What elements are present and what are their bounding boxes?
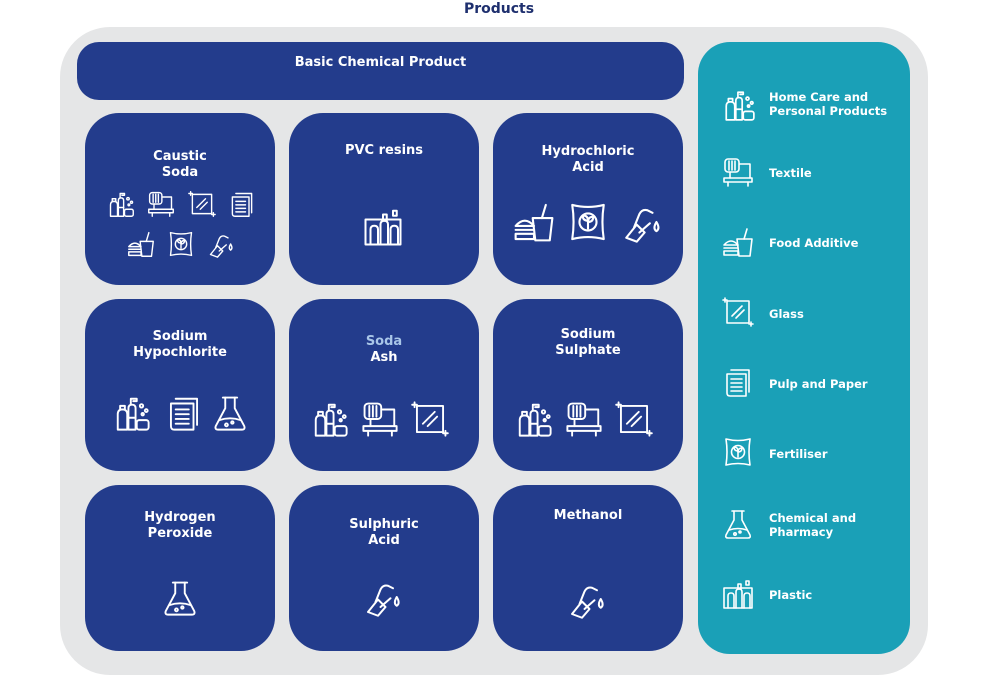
- card-caustic-soda: Caustic Soda: [85, 113, 275, 285]
- glass-icon: [615, 400, 653, 438]
- legend-label: Fertiliser: [769, 447, 828, 461]
- legend-item-chemical-pharmacy: Chemical and Pharmacy: [698, 508, 910, 548]
- food-additive-icon: [513, 201, 555, 243]
- glass-icon: [188, 190, 216, 218]
- card-title: Sulphuric Acid: [349, 517, 419, 548]
- legend-label: Glass: [769, 307, 804, 321]
- home-care-icon: [113, 394, 151, 432]
- fertiliser-icon: [567, 201, 609, 243]
- plastic-icon: [722, 578, 754, 610]
- food-additive-icon: [127, 230, 155, 258]
- card-soda-ash: Soda Ash: [289, 299, 479, 471]
- legend-label: Chemical and Pharmacy: [769, 511, 857, 539]
- legend-item-plastic: Plastic: [698, 578, 910, 618]
- card-title: Methanol: [553, 508, 623, 523]
- card-title: Hydrogen Peroxide: [144, 510, 216, 541]
- card-hydrogen-peroxide: Hydrogen Peroxide: [85, 485, 275, 651]
- card-title: PVC resins: [344, 143, 424, 158]
- textile-icon: [147, 190, 175, 218]
- legend-item-fertiliser: Fertiliser: [698, 436, 910, 476]
- card-title: Sodium Sulphate: [555, 327, 621, 358]
- home-care-icon: [515, 400, 553, 438]
- glass-icon: [722, 296, 754, 328]
- plastic-icon: [363, 207, 403, 247]
- fertiliser-icon: [167, 230, 195, 258]
- pulp-paper-icon: [228, 190, 256, 218]
- flask-icon: [722, 508, 754, 540]
- home-care-icon: [722, 88, 756, 122]
- legend-label: Food Additive: [769, 236, 859, 250]
- food-additive-icon: [722, 226, 754, 258]
- flask-icon: [211, 394, 249, 432]
- glass-icon: [411, 400, 449, 438]
- textile-icon: [565, 400, 603, 438]
- home-care-icon: [107, 190, 135, 218]
- card-title: Caustic Soda: [153, 149, 207, 180]
- fuel-icon: [567, 579, 607, 619]
- card-sodium-hypochlorite: Sodium Hypochlorite: [85, 299, 275, 471]
- legend-panel: Home Care and Personal Products Textile …: [698, 42, 910, 654]
- legend-label: Pulp and Paper: [769, 377, 868, 391]
- legend-label: Plastic: [769, 588, 813, 602]
- card-pvc-resins: PVC resins: [289, 113, 479, 285]
- flask-icon: [161, 579, 199, 617]
- banner-basic-chemical-product: Basic Chemical Product: [77, 42, 684, 100]
- card-methanol: Methanol: [493, 485, 683, 651]
- fuel-icon: [363, 577, 403, 617]
- fuel-icon: [207, 230, 235, 258]
- fertiliser-icon: [722, 436, 754, 468]
- pulp-paper-icon: [165, 394, 203, 432]
- card-hydrochloric-acid: Hydrochloric Acid: [493, 113, 683, 285]
- pulp-paper-icon: [722, 366, 754, 398]
- legend-item-glass: Glass: [698, 296, 910, 336]
- card-sodium-sulphate: Sodium Sulphate: [493, 299, 683, 471]
- fuel-icon: [621, 201, 663, 243]
- card-sulphuric-acid: Sulphuric Acid: [289, 485, 479, 651]
- home-care-icon: [311, 400, 349, 438]
- legend-item-pulp-paper: Pulp and Paper: [698, 366, 910, 406]
- card-title: Soda Ash: [365, 334, 403, 365]
- legend-label: Textile: [769, 166, 812, 180]
- legend-item-textile: Textile: [698, 156, 910, 196]
- legend-label: Home Care and Personal Products: [769, 90, 888, 118]
- legend-item-home-care: Home Care and Personal Products: [698, 88, 910, 128]
- textile-icon: [361, 400, 399, 438]
- card-title: Hydrochloric Acid: [541, 144, 635, 175]
- page-title: Products: [463, 1, 535, 17]
- legend-item-food-additive: Food Additive: [698, 226, 910, 266]
- card-title: Sodium Hypochlorite: [133, 329, 227, 360]
- textile-icon: [722, 156, 754, 188]
